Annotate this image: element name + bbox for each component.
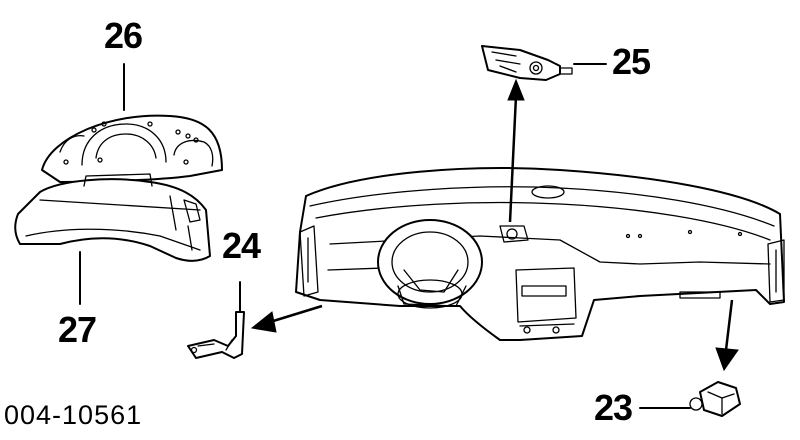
callout-24: 24 <box>222 225 261 266</box>
part-25-bracket <box>481 45 607 81</box>
part-24-bracket <box>187 281 245 359</box>
callout-26: 26 <box>104 15 143 56</box>
part-26-cluster-lens <box>41 63 223 183</box>
part-27-cluster-housing <box>14 173 211 305</box>
callout-23: 23 <box>594 387 633 428</box>
instrument-panel-assembly <box>295 167 785 341</box>
arrow-to-part-23 <box>715 299 739 372</box>
figure-code: 004-10561 <box>4 400 143 430</box>
part-23-connector <box>639 381 741 417</box>
callout-27: 27 <box>58 309 97 350</box>
callout-25: 25 <box>612 41 651 82</box>
arrow-to-part-25 <box>507 78 525 223</box>
arrow-to-part-24 <box>250 304 323 333</box>
